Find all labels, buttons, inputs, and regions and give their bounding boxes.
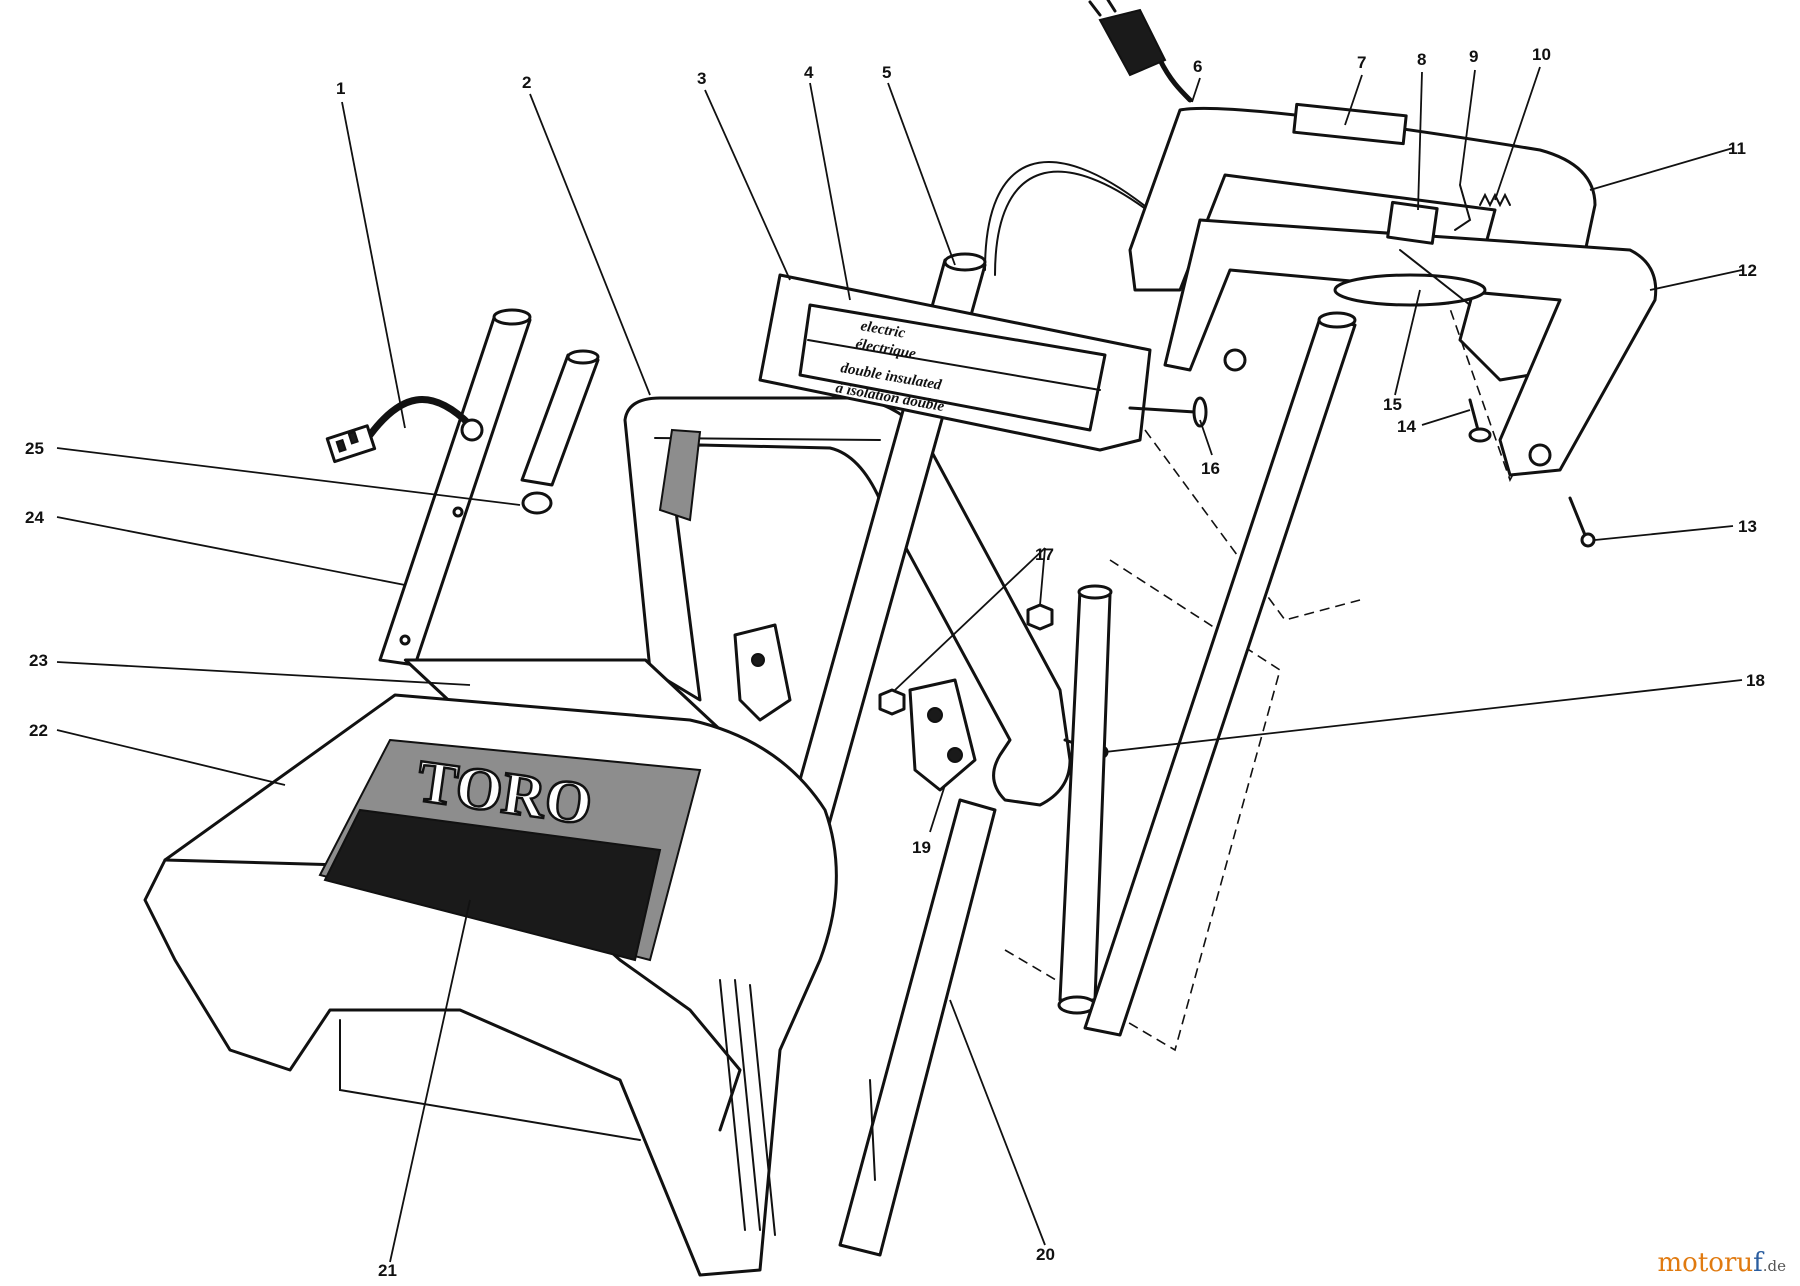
part-20-lower-tube [838, 584, 1113, 1257]
callout-2: 2 [522, 73, 531, 92]
part-6-power-cord [984, 0, 1193, 276]
callout-20: 20 [1036, 1245, 1055, 1264]
callout-13: 13 [1738, 517, 1757, 536]
part-4-control-panel: electric électrique double insulated à i… [758, 273, 1152, 452]
callout-15: 15 [1383, 395, 1402, 414]
callout-14: 14 [1397, 417, 1416, 436]
part-14-screw [1468, 398, 1492, 443]
callouts: 1 2 3 4 5 6 7 8 9 10 11 12 13 14 15 16 1… [25, 45, 1765, 1280]
watermark-accent: f [1753, 1248, 1763, 1278]
part-24-tube [378, 308, 532, 667]
part-15-lever [1399, 249, 1471, 306]
callout-21: 21 [378, 1261, 397, 1280]
part-11-handle-housing [1128, 102, 1597, 382]
callout-3: 3 [697, 69, 706, 88]
callout-11: 11 [1728, 139, 1746, 158]
decal-line-1: electric [859, 318, 906, 342]
part-17-nuts [878, 603, 1054, 716]
callout-9: 9 [1469, 47, 1478, 66]
watermark-tld: .de [1762, 1257, 1786, 1275]
watermark-brand: motoru [1657, 1248, 1754, 1278]
part-8-switch [1386, 200, 1439, 245]
callout-19: 19 [912, 838, 931, 857]
part-22-front-housing: TORO [143, 693, 838, 1277]
callout-24: 24 [25, 508, 44, 527]
callout-1: 1 [336, 79, 345, 98]
logo-stripe [323, 808, 662, 962]
callout-18: 18 [1746, 671, 1765, 690]
part-2-upper-handle [623, 396, 1072, 807]
part-1-wire-harness [325, 396, 484, 464]
part-long-tube-right [1083, 311, 1357, 1037]
watermark: motoruf.de [1658, 1248, 1786, 1278]
leader-lines [56, 66, 1743, 1263]
part-12-lower-housing [1163, 218, 1658, 477]
part-19-bracket-inner [733, 623, 792, 722]
part-16-bolt [1128, 396, 1208, 428]
callout-22: 22 [29, 721, 48, 740]
callout-12: 12 [1738, 261, 1757, 280]
part-9-spring-clip [1454, 184, 1472, 231]
callout-23: 23 [29, 651, 48, 670]
part-10-spring [1479, 192, 1511, 208]
callout-10: 10 [1532, 45, 1551, 64]
callout-17: 17 [1035, 545, 1054, 564]
callout-16: 16 [1201, 459, 1220, 478]
callout-8: 8 [1417, 50, 1426, 69]
callout-7: 7 [1357, 53, 1366, 72]
callout-4: 4 [804, 63, 814, 82]
callout-6: 6 [1193, 57, 1202, 76]
part-13-screw [1568, 496, 1596, 548]
callout-25: 25 [25, 439, 44, 458]
part-25-sleeve [520, 349, 600, 515]
callout-5: 5 [882, 63, 891, 82]
part-19-bracket-left [908, 678, 977, 792]
